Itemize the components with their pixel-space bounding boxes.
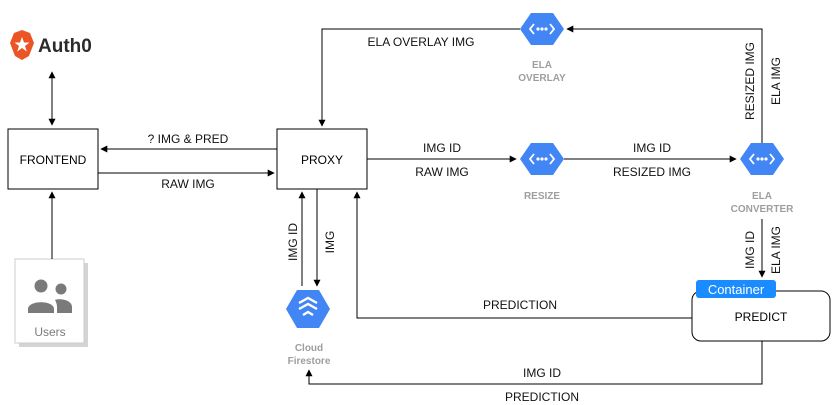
ela-overlay-label-1: ELA bbox=[532, 60, 552, 71]
edge-label-predict-firestore-id: IMG ID bbox=[523, 366, 561, 380]
proxy-label: PROXY bbox=[301, 153, 343, 167]
edge-overlay-to-proxy bbox=[318, 28, 520, 127]
frontend-node: FRONTEND bbox=[7, 128, 99, 190]
edge-label-proxy-resize-img: RAW IMG bbox=[415, 165, 469, 179]
ela-overlay-node: ELA OVERLAY bbox=[518, 13, 566, 84]
ela-converter-label-1: ELA bbox=[752, 191, 772, 202]
edge-label-ela-overlay-resized: RESIZED IMG bbox=[743, 42, 757, 120]
container-badge: Container bbox=[696, 280, 776, 298]
predict-label: PREDICT bbox=[735, 310, 788, 324]
ela-converter-node: ELA CONVERTER bbox=[731, 143, 795, 215]
cloud-firestore-icon bbox=[286, 290, 330, 328]
firestore-node: Cloud Firestore bbox=[286, 290, 331, 367]
edge-label-raw-img: RAW IMG bbox=[161, 177, 215, 191]
auth0-logo-icon bbox=[10, 30, 34, 60]
edge-label-img-pred: ? IMG & PRED bbox=[148, 132, 229, 146]
cloud-functions-icon bbox=[520, 13, 564, 45]
edge-label-ela-overlay-img: ELA IMG bbox=[769, 57, 783, 105]
edge-label-ela-overlay-img-return: ELA OVERLAY IMG bbox=[368, 35, 475, 49]
firestore-label-1: Cloud bbox=[295, 343, 323, 354]
firestore-label-2: Firestore bbox=[288, 356, 331, 367]
users-label: Users bbox=[34, 325, 65, 339]
ela-converter-label-2: CONVERTER bbox=[731, 204, 795, 215]
resize-label: RESIZE bbox=[524, 191, 560, 202]
users-node: Users bbox=[14, 258, 88, 347]
edge-label-predict-firestore-pred: PREDICTION bbox=[505, 390, 579, 404]
cloud-functions-icon bbox=[520, 143, 564, 175]
resize-node: RESIZE bbox=[520, 143, 564, 202]
edge-label-proxy-resize-id: IMG ID bbox=[423, 141, 461, 155]
auth0-logo: Auth0 bbox=[10, 30, 92, 60]
edge-label-resize-ela-img: RESIZED IMG bbox=[613, 165, 691, 179]
ela-overlay-label-2: OVERLAY bbox=[518, 73, 566, 84]
container-badge-label: Container bbox=[708, 282, 765, 297]
users-icon bbox=[28, 279, 72, 313]
edge-label-ela-predict-id: IMG ID bbox=[743, 231, 757, 269]
edge-ela-to-overlay bbox=[566, 25, 763, 143]
auth0-logo-text: Auth0 bbox=[38, 36, 92, 57]
edge-label-firestore-proxy-id: IMG ID bbox=[286, 223, 300, 261]
edge-predict-to-firestore bbox=[305, 341, 763, 385]
edge-label-resize-ela-id: IMG ID bbox=[633, 141, 671, 155]
proxy-node: PROXY bbox=[276, 128, 368, 190]
edge-label-proxy-firestore-img: IMG bbox=[323, 231, 337, 254]
frontend-label: FRONTEND bbox=[20, 153, 87, 167]
cloud-functions-icon bbox=[740, 143, 784, 175]
predict-node: PREDICT Container bbox=[691, 280, 831, 342]
edge-label-ela-predict-img: ELA IMG bbox=[769, 226, 783, 274]
edge-label-predict-proxy: PREDICTION bbox=[483, 298, 557, 312]
edge-predict-to-proxy bbox=[353, 191, 692, 319]
